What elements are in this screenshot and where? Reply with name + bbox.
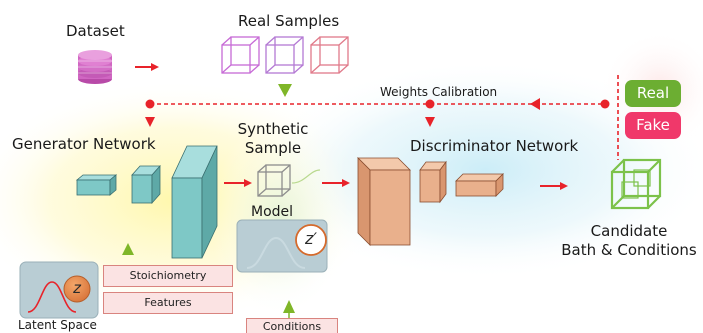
discriminator-network-label: Discriminator Network <box>410 137 579 155</box>
real-badge: Real <box>625 80 681 107</box>
sample-connector <box>291 169 321 184</box>
arrow-to-discriminator <box>425 117 435 127</box>
conditions-box: Conditions <box>246 318 338 333</box>
model-label: Model <box>251 204 294 220</box>
calibration-node-mid <box>425 99 435 109</box>
database-icon <box>78 50 112 84</box>
latent-space-panel <box>19 261 99 319</box>
generator-blocks <box>75 145 218 259</box>
stoichiometry-box: Stoichiometry <box>103 265 233 287</box>
latent-z-symbol: z <box>73 279 81 297</box>
arrow-latent-up <box>122 243 134 255</box>
fake-badge: Fake <box>625 112 681 139</box>
arrow-samples-down <box>278 84 292 97</box>
real-samples-label: Real Samples <box>238 12 340 30</box>
generator-network-label: Generator Network <box>12 135 156 153</box>
arrow-calibration-left <box>530 98 540 110</box>
model-panel <box>236 219 328 273</box>
real-samples-cubes <box>221 36 349 74</box>
arrow-conditions-up <box>283 300 295 313</box>
model-z-symbol: z′ <box>304 229 318 248</box>
dataset-label: Dataset <box>66 22 125 40</box>
calibration-node-left <box>145 99 155 109</box>
weights-calibration-label: Weights Calibration <box>380 85 498 99</box>
cube-icon <box>221 36 260 74</box>
discriminator-blocks <box>357 157 504 246</box>
features-box: Features <box>103 292 233 314</box>
calibration-node-right <box>600 99 610 109</box>
candidate-label: Candidate Bath & Conditions <box>561 222 697 259</box>
synthetic-cube-icon <box>257 164 291 197</box>
cube-icon <box>310 36 349 74</box>
cube-icon <box>265 36 304 74</box>
arrow-to-generator <box>145 117 155 127</box>
synthetic-sample-label: Synthetic Sample <box>237 120 309 157</box>
candidate-cube-icon <box>610 158 662 210</box>
latent-space-label: Latent Space <box>18 318 97 332</box>
